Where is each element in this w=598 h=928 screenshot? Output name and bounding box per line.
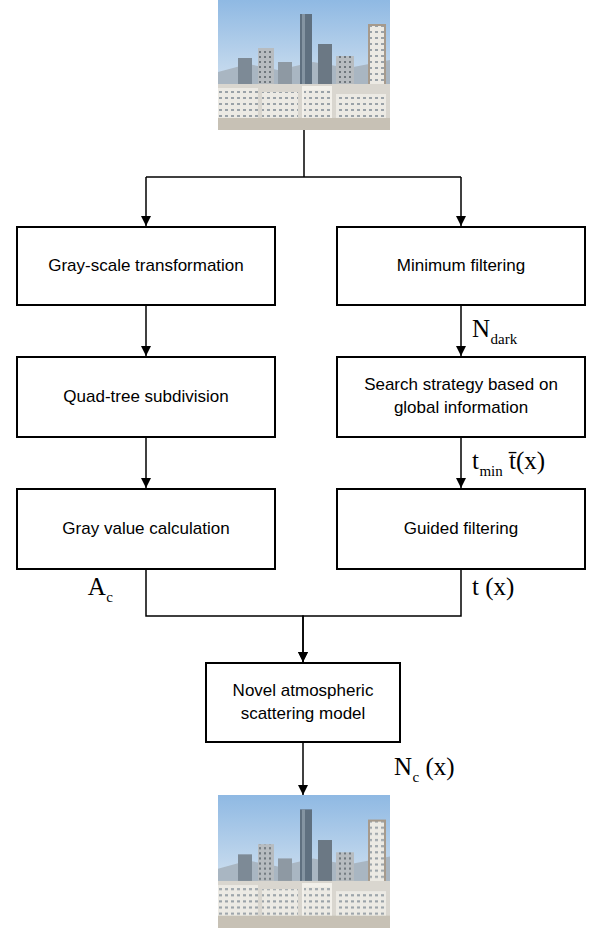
box-label: Novel atmospheric scattering model	[217, 680, 389, 726]
box-content: Gray-scale transformation	[48, 255, 244, 278]
box-label: Search strategy based on global informat…	[348, 374, 574, 420]
process-box: Novel atmospheric scattering model	[205, 662, 401, 743]
process-box: Search strategy based on global informat…	[336, 356, 586, 438]
process-box: Guided filtering	[336, 488, 586, 570]
flow-arrow	[145, 306, 147, 356]
box-label: Minimum filtering	[397, 255, 525, 278]
output-label: N c (x)	[391, 752, 458, 786]
box-content: Guided filtering	[404, 518, 518, 541]
flow-arrow	[460, 306, 462, 356]
flow-arrow	[146, 570, 303, 662]
split-arrow	[460, 177, 462, 226]
process-box: Quad-tree subdivision	[16, 356, 276, 438]
box-content: Novel atmospheric scattering model	[217, 680, 389, 726]
split-line	[146, 176, 461, 178]
box-label: Gray-scale transformation	[48, 255, 244, 278]
signal-label: t (x)	[469, 572, 517, 602]
output-arrow	[302, 743, 304, 795]
signal-label: t min t̄(x)	[469, 446, 548, 480]
flow-arrow	[145, 438, 147, 488]
box-content: Gray value calculation	[62, 518, 229, 541]
box-label: Gray value calculation	[62, 518, 229, 541]
process-box: Gray value calculation	[16, 488, 276, 570]
signal-label: A c	[85, 572, 116, 606]
box-content: Search strategy based on global informat…	[348, 374, 574, 420]
process-box: Minimum filtering	[336, 226, 586, 306]
box-label: Guided filtering	[404, 518, 518, 541]
box-label: Quad-tree subdivision	[63, 386, 228, 409]
box-content: Quad-tree subdivision	[63, 386, 228, 409]
hazy-city-photo	[218, 0, 390, 130]
flow-arrow	[303, 570, 461, 662]
process-box: Gray-scale transformation	[16, 226, 276, 306]
signal-label: N dark	[469, 314, 520, 348]
split-connector	[146, 130, 461, 226]
split-line	[303, 130, 305, 177]
flow-arrow	[460, 438, 462, 488]
split-arrow	[145, 177, 147, 226]
box-content: Minimum filtering	[397, 255, 525, 278]
dehazed-city-photo	[218, 795, 390, 928]
